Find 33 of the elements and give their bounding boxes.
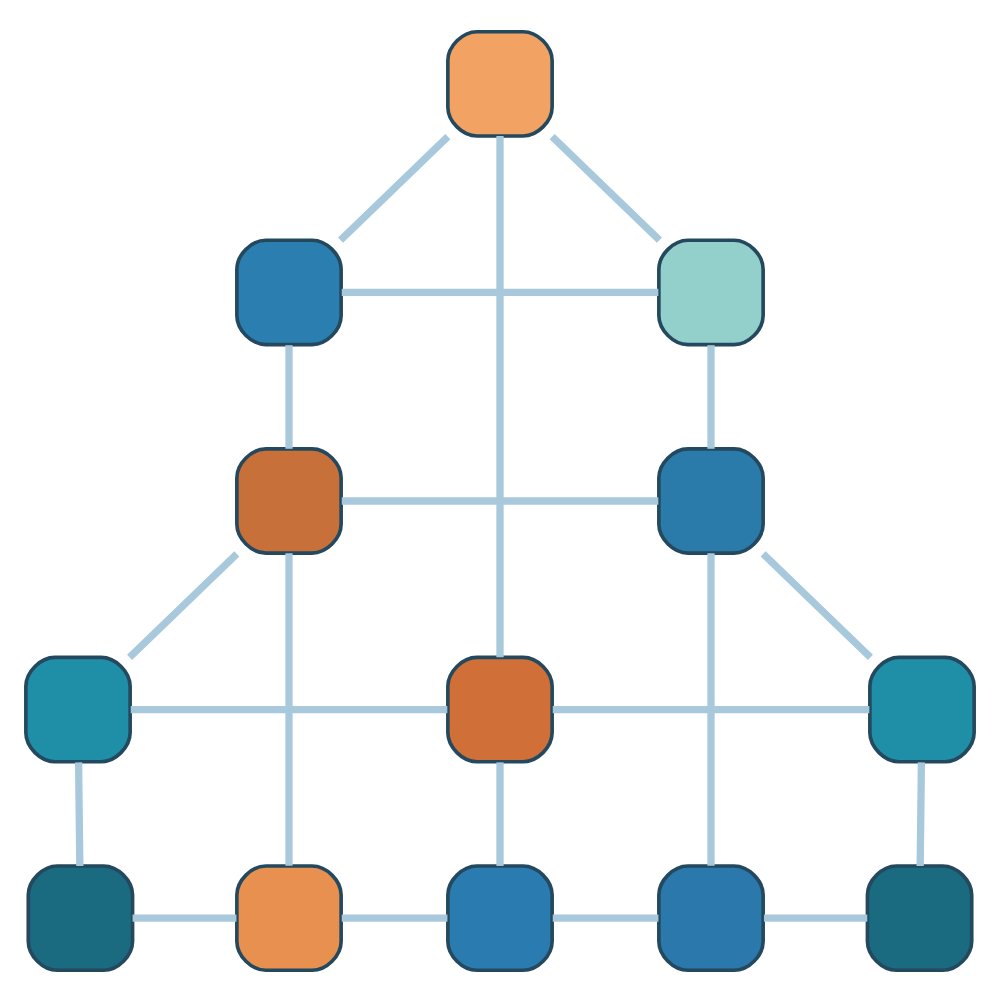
node-box: [657, 863, 765, 972]
node-box: [235, 863, 343, 972]
connector: [341, 496, 659, 504]
connector: [552, 704, 870, 713]
connector: [496, 135, 504, 657]
node-box: [446, 28, 554, 137]
node-box: [235, 237, 343, 346]
node-box: [446, 654, 554, 763]
node-box: [235, 446, 343, 554]
node-box: [657, 237, 765, 346]
node-box: [24, 654, 132, 763]
connector: [916, 761, 926, 865]
node-box: [868, 654, 976, 763]
connector: [707, 552, 715, 865]
connector: [763, 913, 868, 921]
connector: [760, 550, 873, 659]
connector: [285, 344, 293, 448]
connector: [132, 913, 237, 921]
connector: [130, 704, 448, 713]
connector: [127, 550, 240, 659]
node-box: [446, 863, 554, 972]
node-box: [865, 863, 974, 972]
connector: [707, 344, 715, 448]
connector: [74, 761, 84, 865]
connector: [285, 552, 293, 865]
connector: [341, 287, 659, 296]
connector: [496, 761, 504, 865]
connector: [552, 913, 659, 921]
node-box: [26, 863, 135, 972]
connector: [549, 133, 662, 242]
node-box: [657, 446, 765, 554]
connector: [341, 913, 448, 921]
connector: [338, 133, 451, 242]
